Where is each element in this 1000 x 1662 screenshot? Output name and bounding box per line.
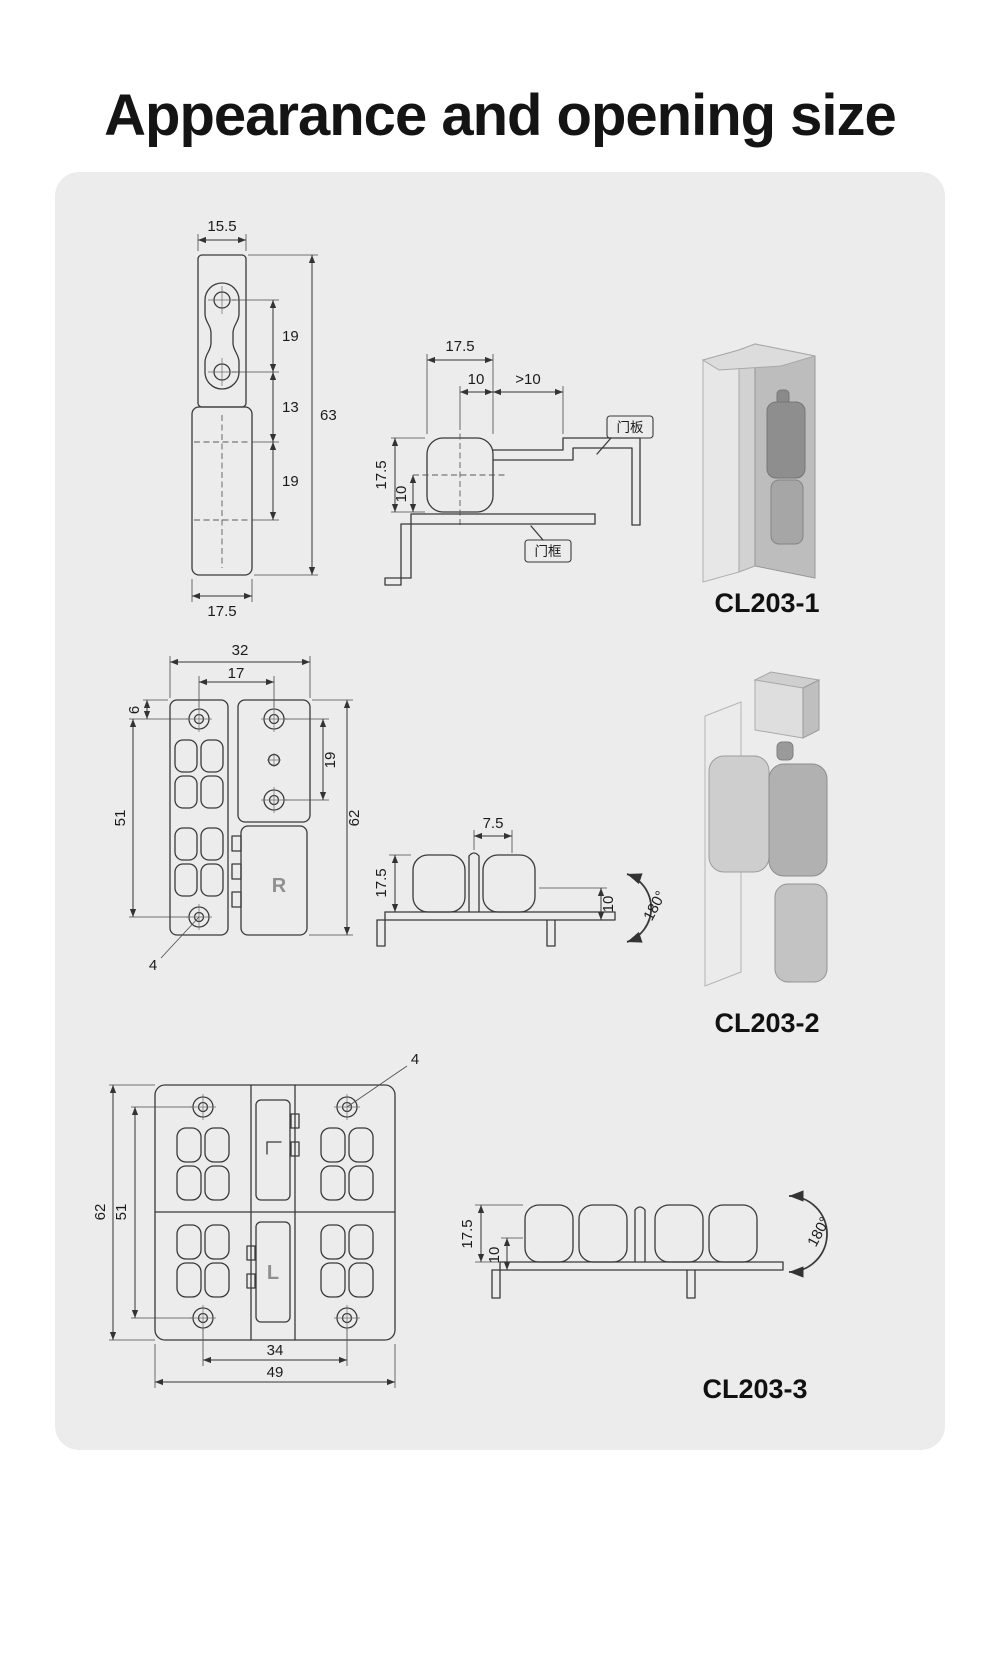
diagram-cl203-3: L	[92, 1051, 834, 1404]
dim-hole-dia: 4	[411, 1051, 419, 1068]
render-knuckle-upper	[766, 401, 806, 479]
rotation-angle: 180°	[804, 1214, 834, 1249]
dim-section-width: 17.5	[445, 338, 474, 355]
profile-hump	[524, 1204, 574, 1263]
door-frame-label: 门框	[535, 544, 562, 559]
marking-l: L	[267, 1262, 279, 1284]
profile-hump	[654, 1204, 704, 1263]
hinge-knuckle	[191, 406, 253, 576]
dim-hole-offset: 17	[228, 665, 245, 682]
dim-bottom-width: 17.5	[207, 603, 236, 620]
cl203-2-front-view: R	[169, 699, 311, 936]
rotation-arrow-icon	[626, 873, 653, 943]
dim-offset: 10	[468, 371, 485, 388]
render-left-block	[708, 755, 770, 873]
dim-section-height: 17.5	[373, 460, 390, 489]
dim-section-inner: 10	[600, 896, 617, 913]
dim-mid: 13	[282, 399, 299, 416]
connector-nub	[231, 835, 242, 852]
diagram-cl203-2: R 32 17 6 51 19	[112, 642, 828, 1038]
rotation-angle: 180°	[640, 888, 670, 923]
door-panel-plate	[492, 437, 641, 526]
door-frame-plate	[410, 513, 596, 579]
cl203-3-section-view	[491, 1204, 784, 1299]
dim-width: 32	[232, 642, 249, 659]
door-frame-label-box	[524, 539, 572, 563]
dim-section-inner: 10	[393, 486, 410, 503]
product-label-cl203-2: CL203-2	[714, 1008, 819, 1038]
product-label-cl203-3: CL203-3	[702, 1374, 807, 1404]
cl203-2-3d-view	[704, 671, 828, 987]
page-title: Appearance and opening size	[104, 83, 897, 148]
connector-nub	[231, 863, 242, 880]
product-label-cl203-1: CL203-1	[714, 588, 819, 618]
dim-right-hole-spacing: 19	[322, 752, 339, 769]
hinge-body	[240, 825, 308, 936]
connector-nub	[231, 891, 242, 908]
cl203-1-section-view	[384, 424, 641, 586]
rotation-arrow-icon	[788, 1190, 828, 1278]
door-panel-label: 门板	[617, 420, 645, 435]
dim-lower: 19	[282, 473, 299, 490]
diagram-cl203-1: 15.5 17.5 19 13 19 63	[191, 218, 820, 620]
connector-nub	[246, 1245, 256, 1261]
dim-left-hole-spacing: 51	[112, 810, 129, 827]
center-block-top	[255, 1099, 291, 1201]
render-knuckle-lower	[770, 479, 804, 545]
cl203-3-front-dimensions: 4 62 51 34 49	[92, 1051, 419, 1388]
profile-hump	[708, 1204, 758, 1263]
render-top-bracket	[754, 679, 804, 739]
dim-hole-spacing: 19	[282, 328, 299, 345]
profile-hump	[482, 854, 536, 913]
drawing-panel: 15.5 17.5 19 13 19 63	[55, 172, 945, 1450]
marking-r: R	[272, 875, 287, 897]
cl203-1-3d-view	[701, 343, 816, 583]
left-leaf	[169, 699, 229, 936]
cl203-2-section-view	[376, 852, 616, 947]
cl203-2-section-dimensions: 7.5 17.5 10 180°	[373, 815, 670, 943]
dim-total-height: 62	[92, 1204, 109, 1221]
profile-hump	[412, 854, 466, 913]
center-block-bottom	[255, 1221, 291, 1323]
dim-hole-spacing: 51	[113, 1204, 130, 1221]
dim-top-offset: 6	[126, 706, 143, 714]
cl203-1-section-labels: 门板 门框	[524, 415, 654, 563]
cl203-1-front-dimensions: 15.5 17.5 19 13 19 63	[191, 218, 337, 620]
connector-nub	[290, 1113, 300, 1129]
dim-inner-width: 34	[267, 1342, 284, 1359]
dim-top-width: 15.5	[207, 218, 236, 235]
dim-section-top: 7.5	[483, 815, 504, 832]
door-panel-label-box	[606, 415, 654, 439]
connector-nub	[246, 1273, 256, 1289]
connector-nub	[290, 1141, 300, 1157]
cl203-1-front-view	[191, 254, 253, 576]
dim-gap: >10	[515, 371, 540, 388]
cl203-3-front-view: L	[154, 1084, 396, 1341]
dim-total-width: 49	[267, 1364, 284, 1381]
dim-section-height: 17.5	[459, 1219, 476, 1248]
cl203-3-section-dimensions: 17.5 10 180°	[459, 1190, 834, 1278]
dim-total-height: 63	[320, 407, 337, 424]
dim-section-inner: 10	[486, 1247, 503, 1264]
cl203-2-front-dimensions: 32 17 6 51 19 62	[112, 642, 363, 974]
render-back-plate	[702, 349, 740, 583]
render-lower-block	[774, 883, 828, 983]
profile-hump	[578, 1204, 628, 1263]
dim-total-height: 62	[346, 810, 363, 827]
render-right-block	[768, 763, 828, 877]
render-pin	[776, 741, 794, 761]
dim-section-height: 17.5	[373, 868, 390, 897]
dim-hole-dia: 4	[149, 957, 157, 974]
cl203-1-section-dimensions: 17.5 10 >10 17.5 10	[373, 338, 564, 513]
